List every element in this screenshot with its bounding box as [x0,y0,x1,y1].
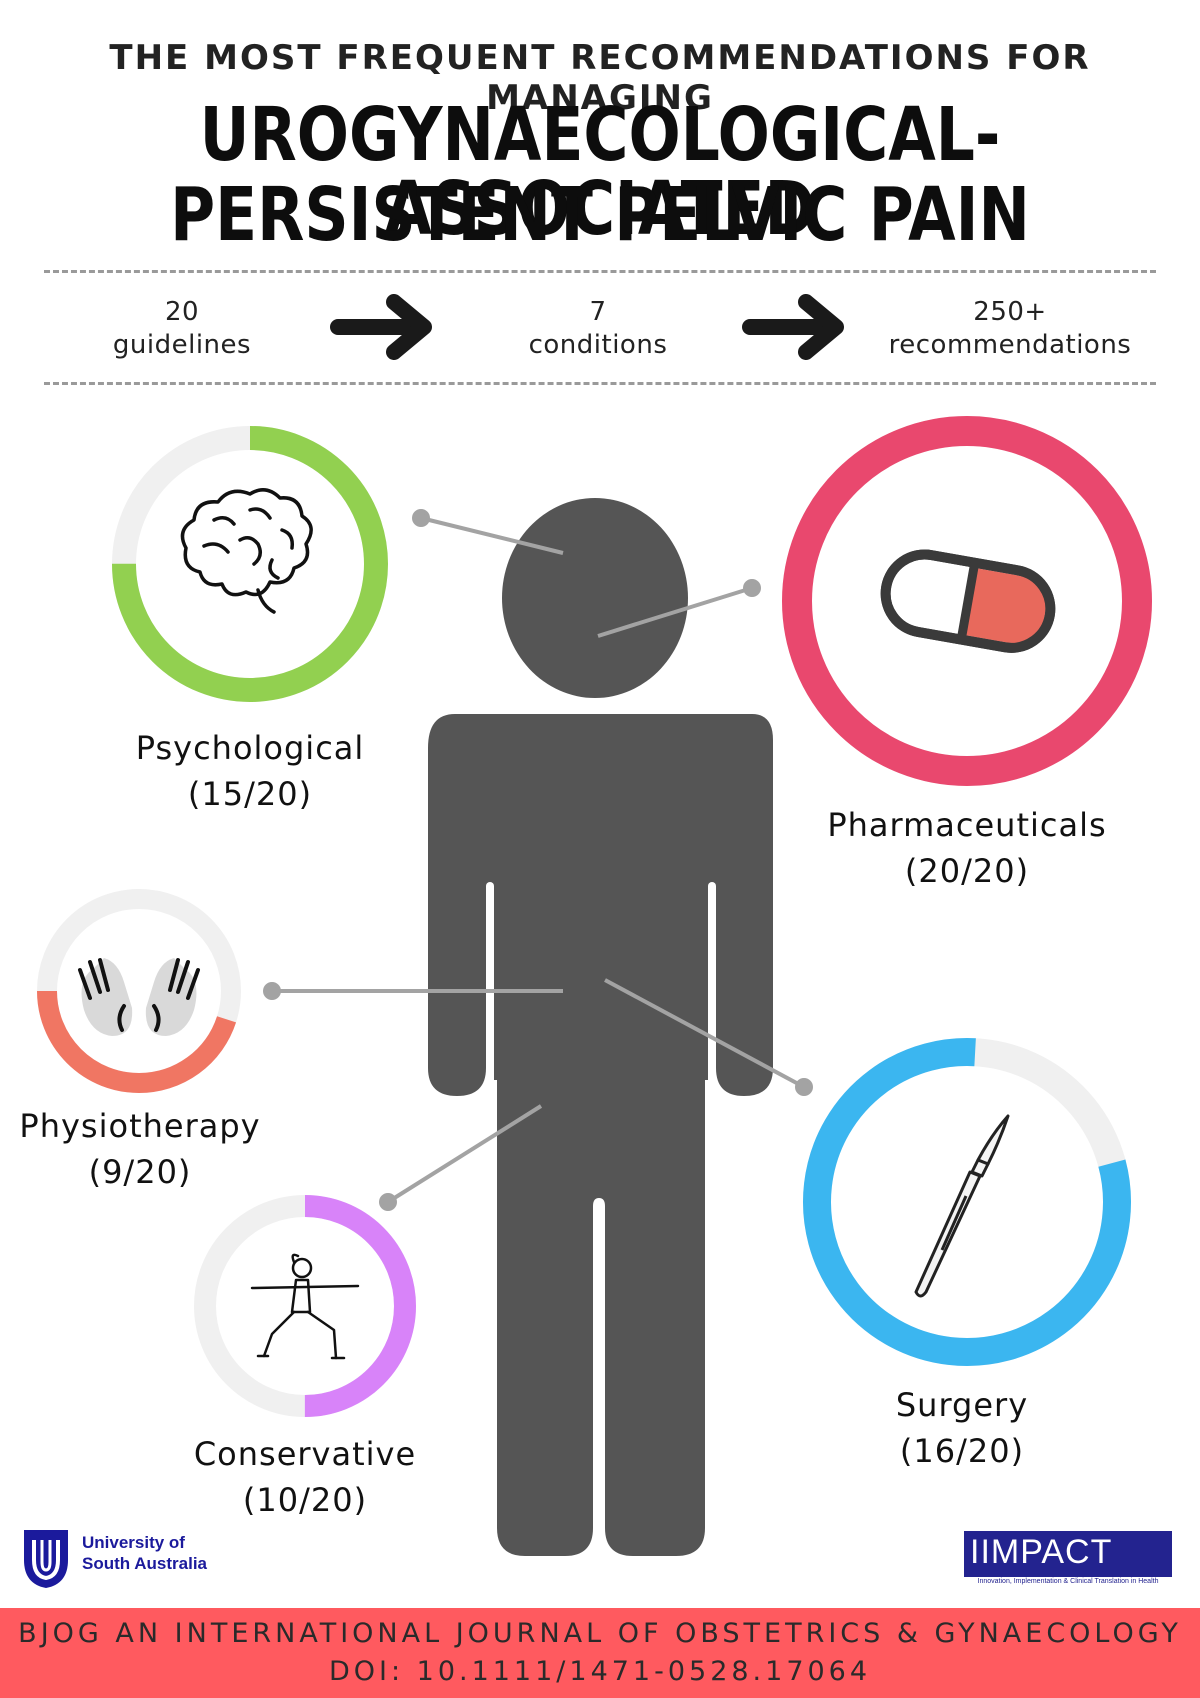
connector-psychological [420,516,564,555]
label-pharmaceuticals: Pharmaceuticals (20/20) [792,802,1142,894]
ring-progress-surgery [803,1038,1131,1366]
ring-progress-physiotherapy [37,889,241,1093]
page-title-line2: PERSISTENT PELVIC PAIN [170,172,1030,258]
pill-icon [880,549,1056,653]
connector-lines [263,509,813,1211]
connector-dot [743,579,761,597]
label-psychological: Psychological (15/20) [100,725,400,817]
ring-psychological [112,426,388,702]
hands-icon [78,958,200,1036]
arrow-right-icon [742,294,844,360]
connector-dot [412,509,430,527]
stat-conditions: 7 conditions [448,296,748,362]
connector-dot [795,1078,813,1096]
unisa-logo-icon [24,1530,68,1588]
divider-bottom [44,382,1156,385]
label-physiotherapy-count: (9/20) [88,1153,192,1191]
header-kicker: THE MOST FREQUENT RECOMMENDATIONS FOR MA… [109,38,1091,118]
label-conservative-name: Conservative [193,1435,417,1473]
ring-progress-pharmaceuticals [782,416,1152,786]
stat-recommendations-number: 250+ [973,297,1047,327]
stat-guidelines-number: 20 [164,297,200,327]
unisa-wordmark: University of South Australia [82,1532,207,1574]
label-pharmaceuticals-count: (20/20) [904,852,1030,890]
yoga-pose-icon [250,1253,360,1360]
stat-conditions-unit: conditions [528,330,668,360]
stat-guidelines-unit: guidelines [112,330,252,360]
label-psychological-count: (15/20) [187,775,313,813]
iimpact-wordmark: IIMPACT [970,1533,1113,1571]
ring-physiotherapy [37,889,241,1093]
stat-guidelines: 20 guidelines [32,296,332,362]
figure-body [428,714,773,1556]
figure-arm-gaps [486,882,716,1082]
ring-surgery [803,1038,1131,1366]
label-conservative-count: (10/20) [242,1481,368,1519]
footer-banner: BJOG AN INTERNATIONAL JOURNAL OF OBSTETR… [0,1608,1200,1698]
footer-journal: BJOG AN INTERNATIONAL JOURNAL OF OBSTETR… [18,1618,1182,1649]
connector-pharmaceuticals [597,586,753,638]
connector-dot [379,1193,397,1211]
brain-icon [180,488,313,614]
ring-pharmaceuticals [782,416,1152,786]
arrow-right-icon [330,294,432,360]
connector-surgery [604,978,805,1089]
iimpact-logo: IIMPACT [964,1531,1172,1577]
connector-conservative [386,1104,543,1204]
unisa-line1: University of [82,1533,185,1552]
ring-progress-conservative [194,1195,416,1417]
divider-top [44,270,1156,273]
connector-dot [263,982,281,1000]
figure-head [502,498,688,698]
scalpel-icon [914,1114,1010,1298]
label-surgery-name: Surgery [895,1386,1029,1424]
label-surgery: Surgery (16/20) [812,1382,1112,1474]
page-title-line1: UROGYNAECOLOGICAL-ASSOCIATED [199,92,1001,252]
unisa-line2: South Australia [82,1554,207,1573]
label-surgery-count: (16/20) [899,1432,1025,1470]
ring-conservative [194,1195,416,1417]
stat-recommendations-unit: recommendations [888,330,1132,360]
stat-recommendations: 250+ recommendations [860,296,1160,362]
label-conservative: Conservative (10/20) [155,1431,455,1523]
iimpact-tagline: Innovation, Implementation & Clinical Tr… [977,1578,1159,1585]
label-psychological-name: Psychological [135,729,365,767]
label-pharmaceuticals-name: Pharmaceuticals [827,806,1107,844]
stat-conditions-number: 7 [589,297,607,327]
human-silhouette [428,498,773,1556]
label-physiotherapy-name: Physiotherapy [19,1107,261,1145]
ring-progress-psychological [112,426,388,702]
label-physiotherapy: Physiotherapy (9/20) [0,1103,280,1195]
footer-doi: DOI: 10.1111/1471-0528.17064 [328,1656,872,1687]
